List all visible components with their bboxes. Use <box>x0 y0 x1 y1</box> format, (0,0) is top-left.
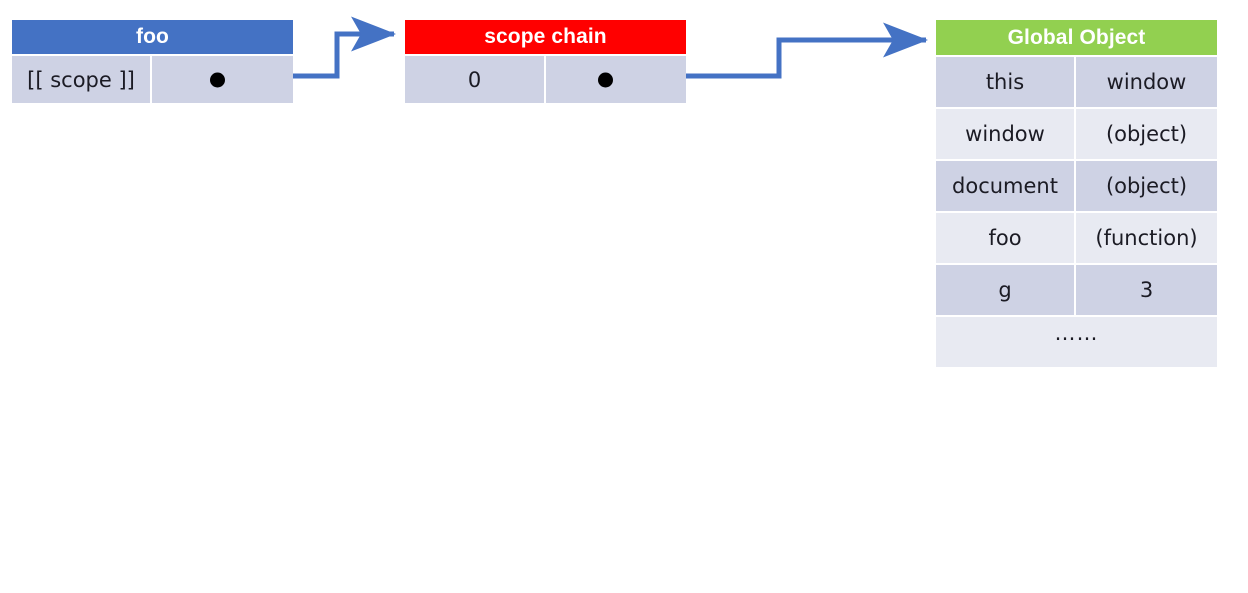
table-row-ellipsis: …… <box>936 317 1217 367</box>
table-row: foo (function) <box>936 213 1217 263</box>
foo-box-header: foo <box>12 20 293 54</box>
scope-chain-row-0: 0 <box>405 56 686 103</box>
global-object-box-header: Global Object <box>936 20 1217 55</box>
global-row-value: (function) <box>1076 213 1217 263</box>
global-object-box: Global Object this window window (object… <box>936 20 1217 367</box>
global-row-value: 3 <box>1076 265 1217 315</box>
table-row: document (object) <box>936 161 1217 211</box>
scope-chain-index-label: 0 <box>405 56 546 103</box>
global-row-key: g <box>936 265 1076 315</box>
pointer-dot-icon <box>210 72 225 87</box>
global-row-value: (object) <box>1076 109 1217 159</box>
table-row: window (object) <box>936 109 1217 159</box>
pointer-dot-icon <box>598 72 613 87</box>
global-row-key: foo <box>936 213 1076 263</box>
global-rows-ellipsis: …… <box>936 317 1217 367</box>
scope-chain-value-cell <box>546 56 686 103</box>
global-row-value: (object) <box>1076 161 1217 211</box>
scope-chain-box-header: scope chain <box>405 20 686 54</box>
foo-scope-row: [[ scope ]] <box>12 56 293 103</box>
scope-chain-box: scope chain 0 <box>405 20 686 103</box>
table-row: this window <box>936 57 1217 107</box>
global-row-key: document <box>936 161 1076 211</box>
global-row-key: this <box>936 57 1076 107</box>
foo-scope-value-cell <box>152 56 293 103</box>
foo-function-box: foo [[ scope ]] <box>12 20 293 103</box>
table-row: g 3 <box>936 265 1217 315</box>
foo-scope-property-label: [[ scope ]] <box>12 56 152 103</box>
global-row-value: window <box>1076 57 1217 107</box>
global-row-key: window <box>936 109 1076 159</box>
